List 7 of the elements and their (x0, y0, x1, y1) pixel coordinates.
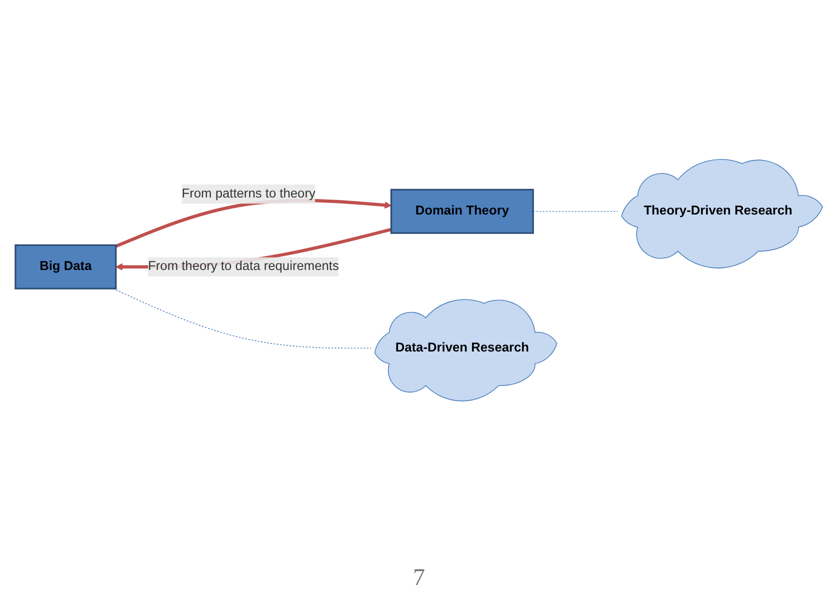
node-box (390, 188, 534, 234)
edge-label: From patterns to theory (182, 186, 316, 200)
diagram: Theory-Driven Research From patterns to theory Domain Theory Big Data From theory to data requirements Data-Driven Research (9, 152, 829, 408)
page-number: 7 (413, 565, 425, 591)
node-box (14, 244, 117, 290)
edge-label: From theory to data requirements (148, 259, 339, 274)
connector (532, 210, 618, 212)
